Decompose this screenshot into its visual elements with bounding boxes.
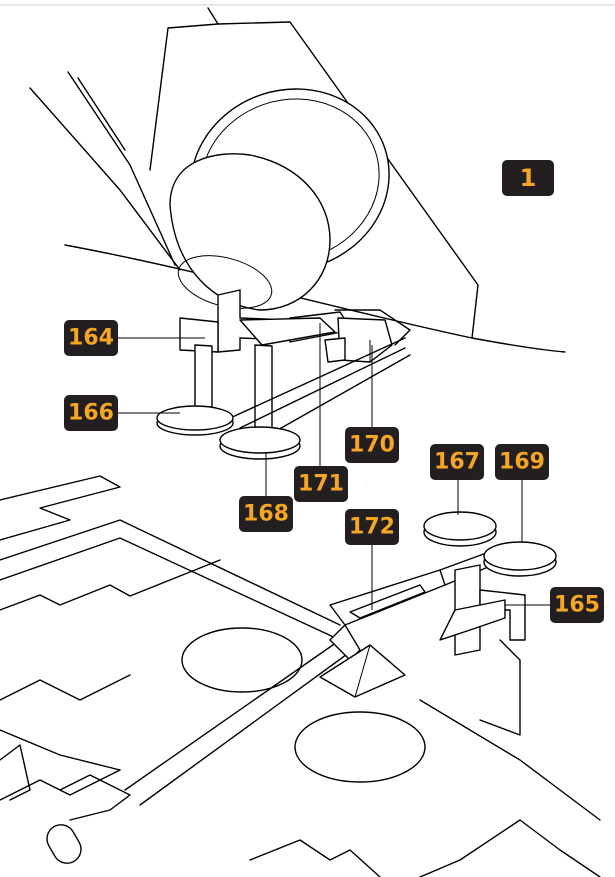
front-rails [214,337,411,441]
callout-165: 165 [550,587,604,623]
upper-hull [29,7,566,353]
part-167-disc [423,511,497,547]
callout-165-text: 165 [554,593,600,618]
part-165-frame [439,564,526,656]
base-sheet [0,475,601,877]
callout-164-text: 164 [68,326,114,351]
step-badge: 1 [502,160,554,196]
step-number: 1 [520,164,537,192]
pyramid-support [319,644,406,698]
callout-169: 169 [495,444,549,480]
callout-171-text: 171 [298,472,344,497]
part-172-rail [124,547,506,806]
part-170-block [337,317,393,363]
part-166-disc [156,405,234,436]
callout-170: 170 [345,427,399,463]
callout-168: 168 [239,496,293,532]
part-169-disc [483,541,557,577]
engine-nacelle [169,88,390,311]
callout-167-text: 167 [434,450,480,475]
callout-169-text: 169 [499,450,545,475]
callout-170-text: 170 [349,433,395,458]
callout-166: 166 [64,395,118,431]
leader-lines [118,323,550,610]
callout-168-text: 168 [243,502,289,527]
callout-167: 167 [430,444,484,480]
callout-166-text: 166 [68,401,114,426]
part-168-disc [219,426,301,460]
callout-172-text: 172 [349,515,395,540]
part-171-plate [239,317,346,363]
callout-172: 172 [345,509,399,545]
callout-171: 171 [294,466,348,502]
callout-164: 164 [64,320,118,356]
